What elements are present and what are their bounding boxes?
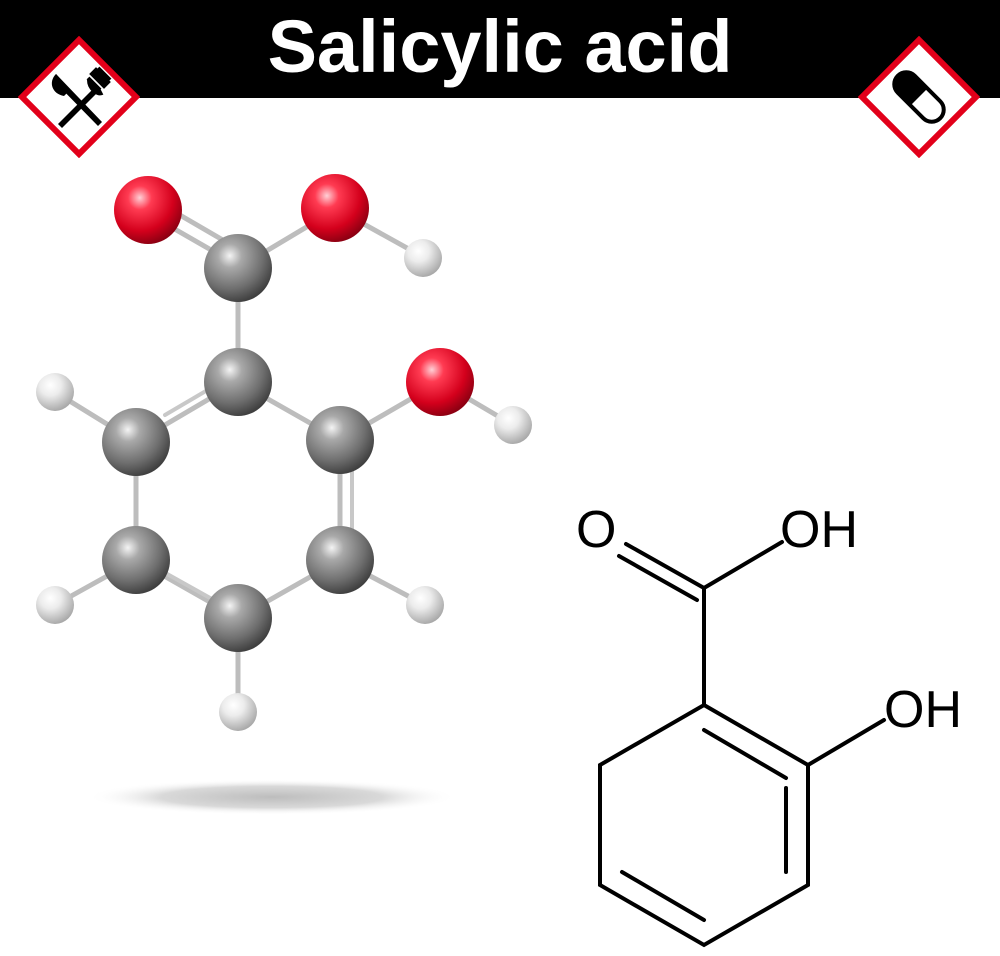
oxygen-atom (114, 176, 182, 244)
model-shadow (87, 779, 457, 815)
hydrogen-atom (219, 693, 257, 731)
carbonyl-oxygen-label: O (576, 501, 616, 559)
carbon-atom (204, 584, 272, 652)
food-knife-fork-icon (18, 36, 140, 158)
ring-hydroxyl-label: OH (884, 681, 962, 739)
carbon-atom (102, 408, 170, 476)
carbon-atom (306, 406, 374, 474)
medicine-capsule-icon (858, 36, 980, 158)
page-title: Salicylic acid (267, 5, 733, 88)
carbon-atom (102, 526, 170, 594)
acid-hydroxyl-label: OH (780, 501, 858, 559)
hydrogen-atom (404, 239, 442, 277)
oxygen-atom (406, 348, 474, 416)
structural-formula (598, 540, 886, 948)
hydrogen-atom (406, 586, 444, 624)
carbon-atom (204, 234, 272, 302)
carbon-atom (204, 348, 272, 416)
hydrogen-atom (36, 373, 74, 411)
oxygen-atom (301, 174, 369, 242)
carbon-atom (306, 526, 374, 594)
hydrogen-atom (36, 586, 74, 624)
food-hazard-badge (18, 36, 140, 158)
title-banner (0, 0, 1000, 98)
medicine-hazard-badge (858, 36, 980, 158)
hydrogen-atom (494, 406, 532, 444)
